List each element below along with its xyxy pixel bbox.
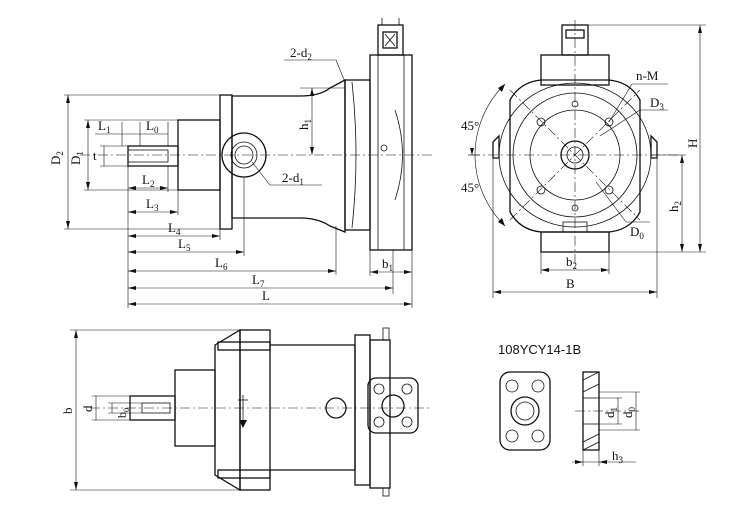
label-L4: L4 xyxy=(168,220,181,237)
label-L1: L1 xyxy=(98,118,110,135)
label-h1: h1 xyxy=(296,119,313,130)
label-D2: D2 xyxy=(48,151,65,165)
label-2-d1: 2-d1 xyxy=(282,170,304,187)
label-b0: b0 xyxy=(115,408,131,418)
flange-title: 108YCY14-1B xyxy=(498,342,581,357)
label-H: H xyxy=(685,139,700,148)
label-b1: b1 xyxy=(382,256,393,273)
label-h2: h2 xyxy=(666,201,683,212)
label-B: B xyxy=(566,276,575,291)
label-t: t xyxy=(93,148,97,163)
label-D0: D0 xyxy=(630,224,644,241)
label-45-bottom: 45° xyxy=(461,180,479,195)
label-L6: L6 xyxy=(215,255,228,272)
label-b: b xyxy=(60,408,75,415)
front-view: 45° 45° n-M D3 D0 H h2 b2 xyxy=(461,20,706,298)
label-D3: D3 xyxy=(650,95,664,112)
top-view: b d b0 xyxy=(60,327,430,497)
label-h3: h3 xyxy=(612,448,624,465)
label-L: L xyxy=(262,288,270,303)
label-L0: L0 xyxy=(146,118,159,135)
side-view: D2 D1 t L1 L0 L2 L3 xyxy=(48,18,432,308)
label-L7: L7 xyxy=(252,272,265,289)
label-L5: L5 xyxy=(178,236,191,253)
label-D1: D1 xyxy=(68,151,85,165)
flange-detail: 108YCY14-1B d1 d0 h3 xyxy=(498,342,640,466)
label-L2: L2 xyxy=(142,172,154,189)
label-2-d2: 2-d2 xyxy=(290,45,312,62)
label-45-top: 45° xyxy=(461,118,479,133)
label-flange-d1: d1 xyxy=(602,407,619,418)
label-b2: b2 xyxy=(566,254,577,271)
label-flange-d0: d0 xyxy=(620,407,637,419)
label-n-M: n-M xyxy=(636,68,659,83)
label-d: d xyxy=(80,405,95,412)
label-L3: L3 xyxy=(146,196,159,213)
